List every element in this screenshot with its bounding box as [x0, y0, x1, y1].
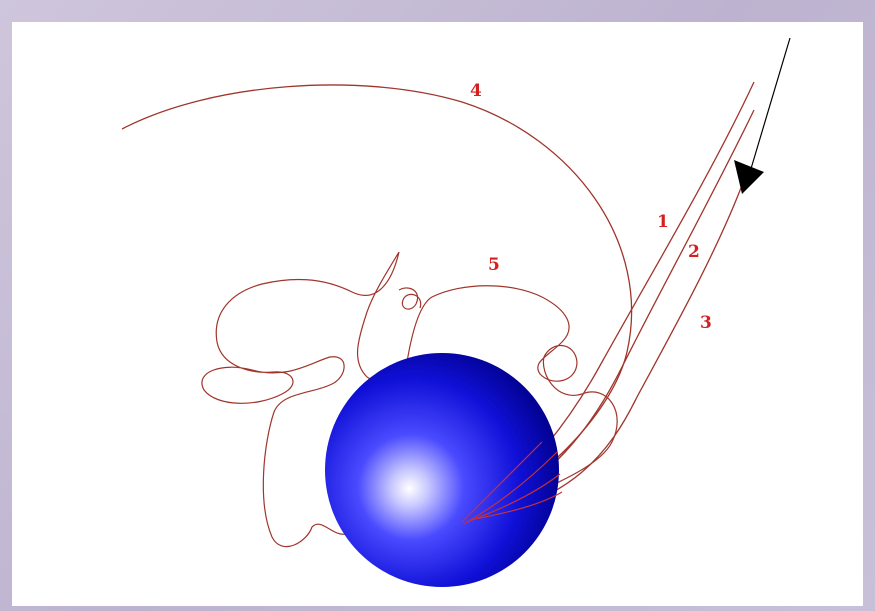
trajectory-label-4: 4: [470, 81, 482, 101]
diagram-canvas: 1 2 3 4 5: [12, 22, 863, 606]
trajectory-label-3: 3: [700, 313, 712, 333]
incoming-direction-arrow-line: [749, 37, 791, 173]
trajectory-label-1: 1: [657, 212, 669, 232]
sphere: [325, 353, 559, 587]
trajectory-label-5: 5: [488, 255, 500, 275]
trajectory-label-2: 2: [688, 242, 700, 262]
trajectory-5: [201, 251, 618, 548]
trajectory-diagram: 1 2 3 4 5: [121, 37, 791, 587]
incoming-direction-arrowhead: [734, 160, 764, 194]
trajectory-converge-lines: [461, 441, 563, 525]
